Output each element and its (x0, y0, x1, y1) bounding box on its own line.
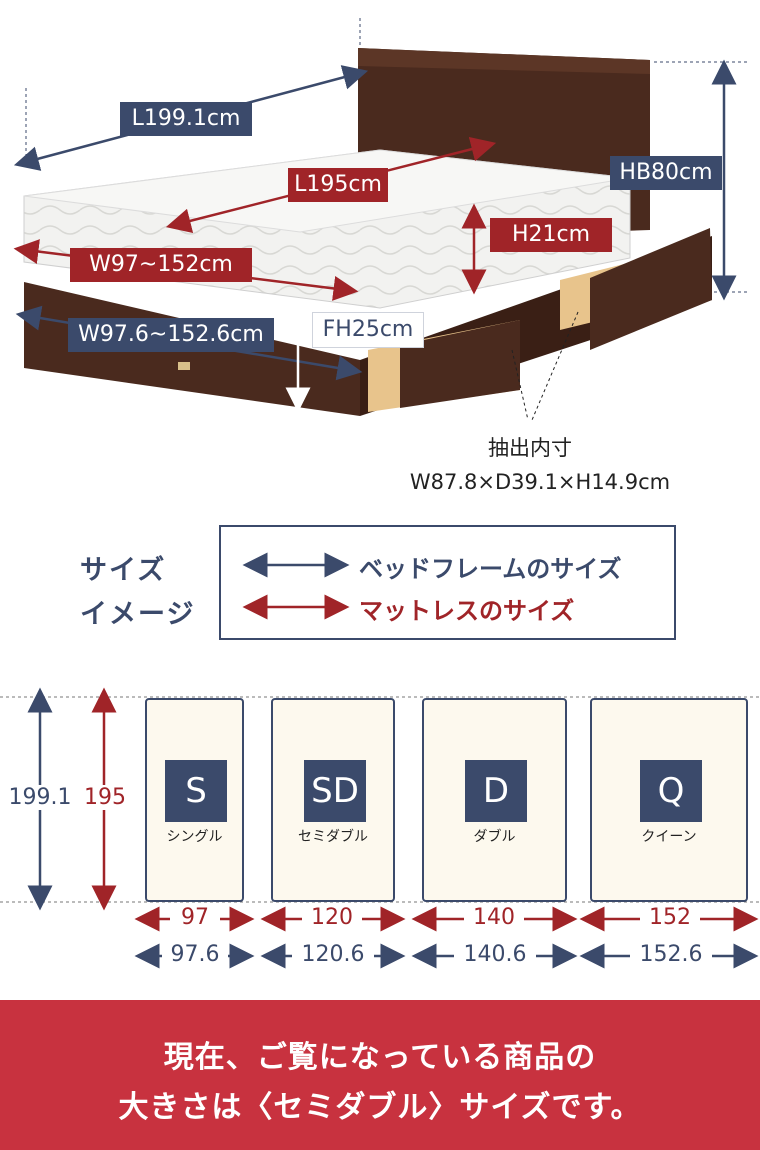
legend-box: ベッドフレームのサイズ マットレスのサイズ (219, 525, 676, 640)
frame-width-single: 97.6 (162, 942, 228, 967)
legend-title-line1: サイズ (80, 555, 167, 586)
size-name: ダブル (473, 829, 516, 845)
mattress-width-double: 140 (464, 905, 524, 930)
banner-line2: 大きさは〈セミダブル〉サイズです。 (118, 1090, 642, 1125)
frame-width-label: W97.6~152.6cm (68, 318, 274, 352)
drawer-inner-title: 抽出内寸 (488, 436, 572, 460)
size-card-single: S シングル (145, 698, 244, 902)
mattress-height-label: H21cm (490, 218, 612, 252)
bed-length-label: L199.1cm (120, 102, 252, 136)
size-name: シングル (166, 829, 223, 845)
banner-line1: 現在、ご覧になっている商品の (163, 1040, 597, 1075)
mattress-width-single: 97 (170, 905, 220, 930)
drawer-front (590, 228, 712, 350)
drawer-inner-dims: W87.8×D39.1×H14.9cm (409, 470, 671, 494)
size-card-queen: Q クイーン (590, 698, 748, 902)
mattress-length-value: 195 (80, 785, 130, 810)
drawer-handle (178, 362, 190, 370)
legend-mattress-text: マットレスのサイズ (359, 597, 575, 625)
frame-width-queen: 152.6 (630, 942, 712, 967)
size-code-badge: SD (304, 760, 366, 822)
legend-arrows (242, 552, 350, 620)
size-card-semi-double: SD セミダブル (271, 698, 395, 902)
legend-frame-text: ベッドフレームのサイズ (359, 555, 622, 583)
size-name: クイーン (641, 829, 697, 845)
mattress-length-label: L195cm (288, 168, 388, 202)
legend-title-line2: イメージ (80, 599, 196, 630)
frame-width-semi-double: 120.6 (292, 942, 374, 967)
frame-width-double: 140.6 (454, 942, 536, 967)
mattress-width-label: W97~152cm (70, 248, 252, 282)
size-code-badge: S (165, 760, 227, 822)
frame-height-label: FH25cm (312, 312, 424, 348)
size-code-badge: Q (640, 760, 702, 822)
size-code-badge: D (465, 760, 527, 822)
current-size-banner: 現在、ご覧になっている商品の 大きさは〈セミダブル〉サイズです。 (0, 1000, 760, 1150)
size-card-double: D ダブル (422, 698, 567, 902)
drawer-front (400, 320, 520, 408)
size-name: セミダブル (298, 829, 368, 845)
mattress-width-queen: 152 (640, 905, 700, 930)
mattress-width-semi-double: 120 (302, 905, 362, 930)
frame-length-value: 199.1 (0, 785, 80, 810)
headboard-height-label: HB80cm (610, 156, 722, 190)
